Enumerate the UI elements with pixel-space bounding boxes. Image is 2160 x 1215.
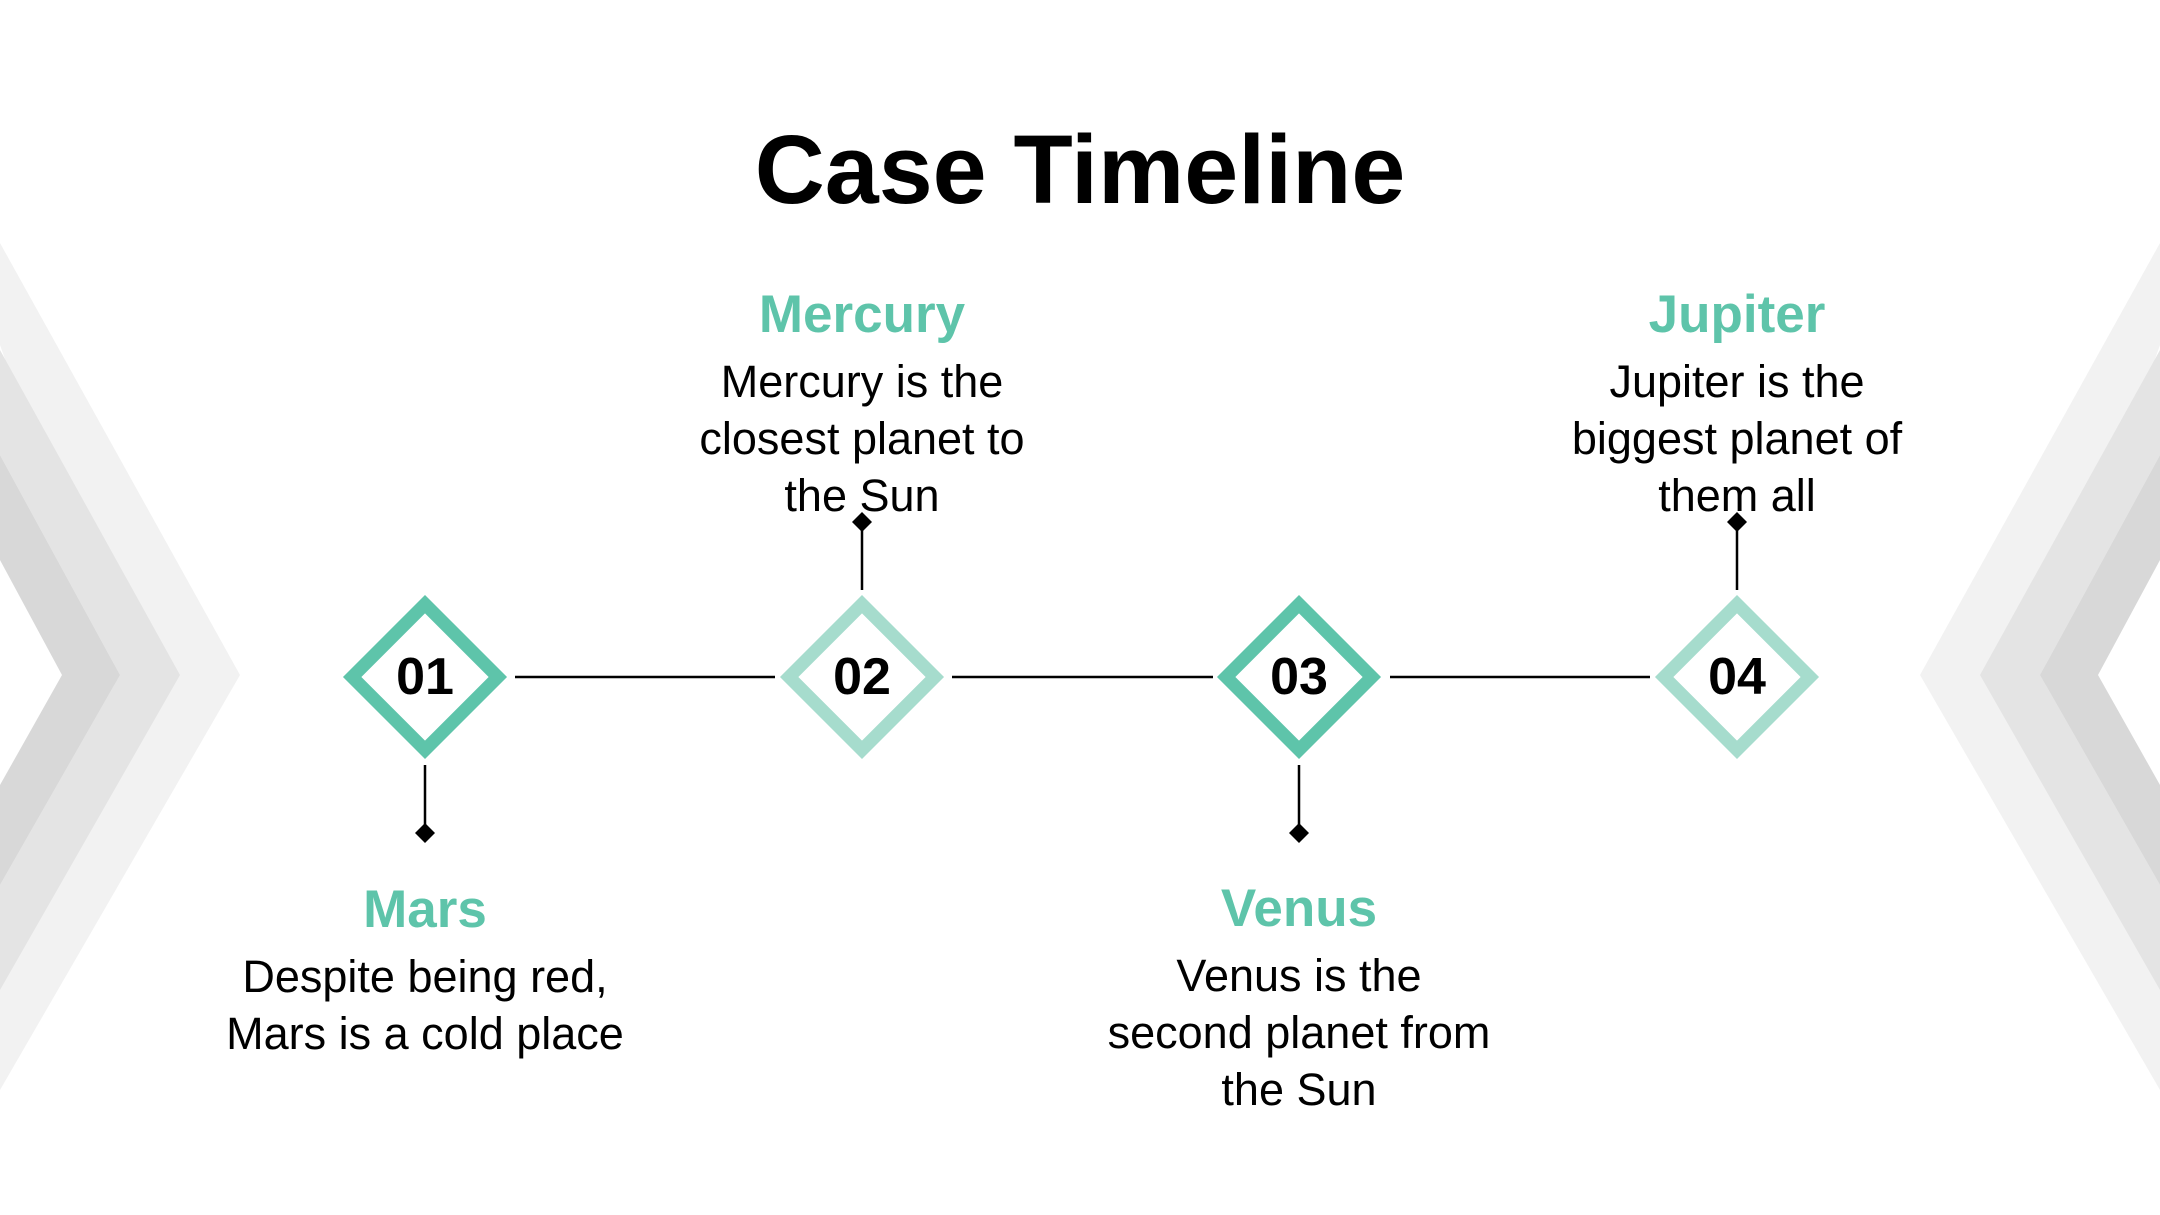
leader-04-marker bbox=[1727, 512, 1747, 532]
description-line: second planet from bbox=[1107, 1007, 1491, 1058]
timeline-badge-03: 03 bbox=[1208, 586, 1390, 768]
event-mercury: Mercury Mercury is the closest planet to… bbox=[602, 283, 1122, 524]
leader-03-marker bbox=[1289, 823, 1309, 843]
event-title: Mercury bbox=[758, 285, 966, 344]
right-chevron-mid bbox=[1980, 350, 2160, 990]
event-description: Despite being red, Mars is a cold place bbox=[165, 948, 685, 1062]
timeline-badge-01: 01 bbox=[334, 586, 516, 768]
leader-01-marker bbox=[415, 823, 435, 843]
timeline-badge-02: 02 bbox=[771, 586, 953, 768]
event-description: Venus is the second planet from the Sun bbox=[1039, 947, 1559, 1118]
event-title: Jupiter bbox=[1648, 285, 1826, 344]
description-line: Jupiter is the bbox=[1609, 356, 1865, 407]
left-chevron-dark bbox=[0, 455, 120, 885]
timeline-badge-04: 04 bbox=[1646, 586, 1828, 768]
leader-02-marker bbox=[852, 512, 872, 532]
left-chevron-mid bbox=[0, 350, 180, 990]
badge-number: 02 bbox=[833, 648, 891, 706]
description-line: Mars is a cold place bbox=[226, 1008, 624, 1059]
badge-number: 03 bbox=[1270, 648, 1328, 706]
description-line: the Sun bbox=[1221, 1064, 1377, 1115]
event-description: Jupiter is the biggest planet of them al… bbox=[1477, 353, 1997, 524]
description-line: Venus is the bbox=[1176, 950, 1422, 1001]
slide-title: Case Timeline bbox=[754, 115, 1406, 224]
description-line: biggest planet of bbox=[1571, 413, 1903, 464]
event-description: Mercury is the closest planet to the Sun bbox=[602, 353, 1122, 524]
event-mars: Mars Despite being red, Mars is a cold p… bbox=[165, 878, 685, 1062]
description-line: Mercury is the bbox=[720, 356, 1004, 407]
right-chevron-dark bbox=[2040, 455, 2160, 885]
badge-number: 01 bbox=[396, 648, 454, 706]
description-line: Despite being red, bbox=[242, 951, 608, 1002]
event-title: Mars bbox=[363, 880, 487, 939]
description-line: the Sun bbox=[784, 470, 940, 521]
event-jupiter: Jupiter Jupiter is the biggest planet of… bbox=[1477, 283, 1997, 524]
badge-number: 04 bbox=[1708, 648, 1766, 706]
event-title: Venus bbox=[1220, 879, 1378, 938]
description-line: them all bbox=[1658, 470, 1816, 521]
description-line: closest planet to bbox=[699, 413, 1025, 464]
event-venus: Venus Venus is the second planet from th… bbox=[1039, 877, 1559, 1118]
